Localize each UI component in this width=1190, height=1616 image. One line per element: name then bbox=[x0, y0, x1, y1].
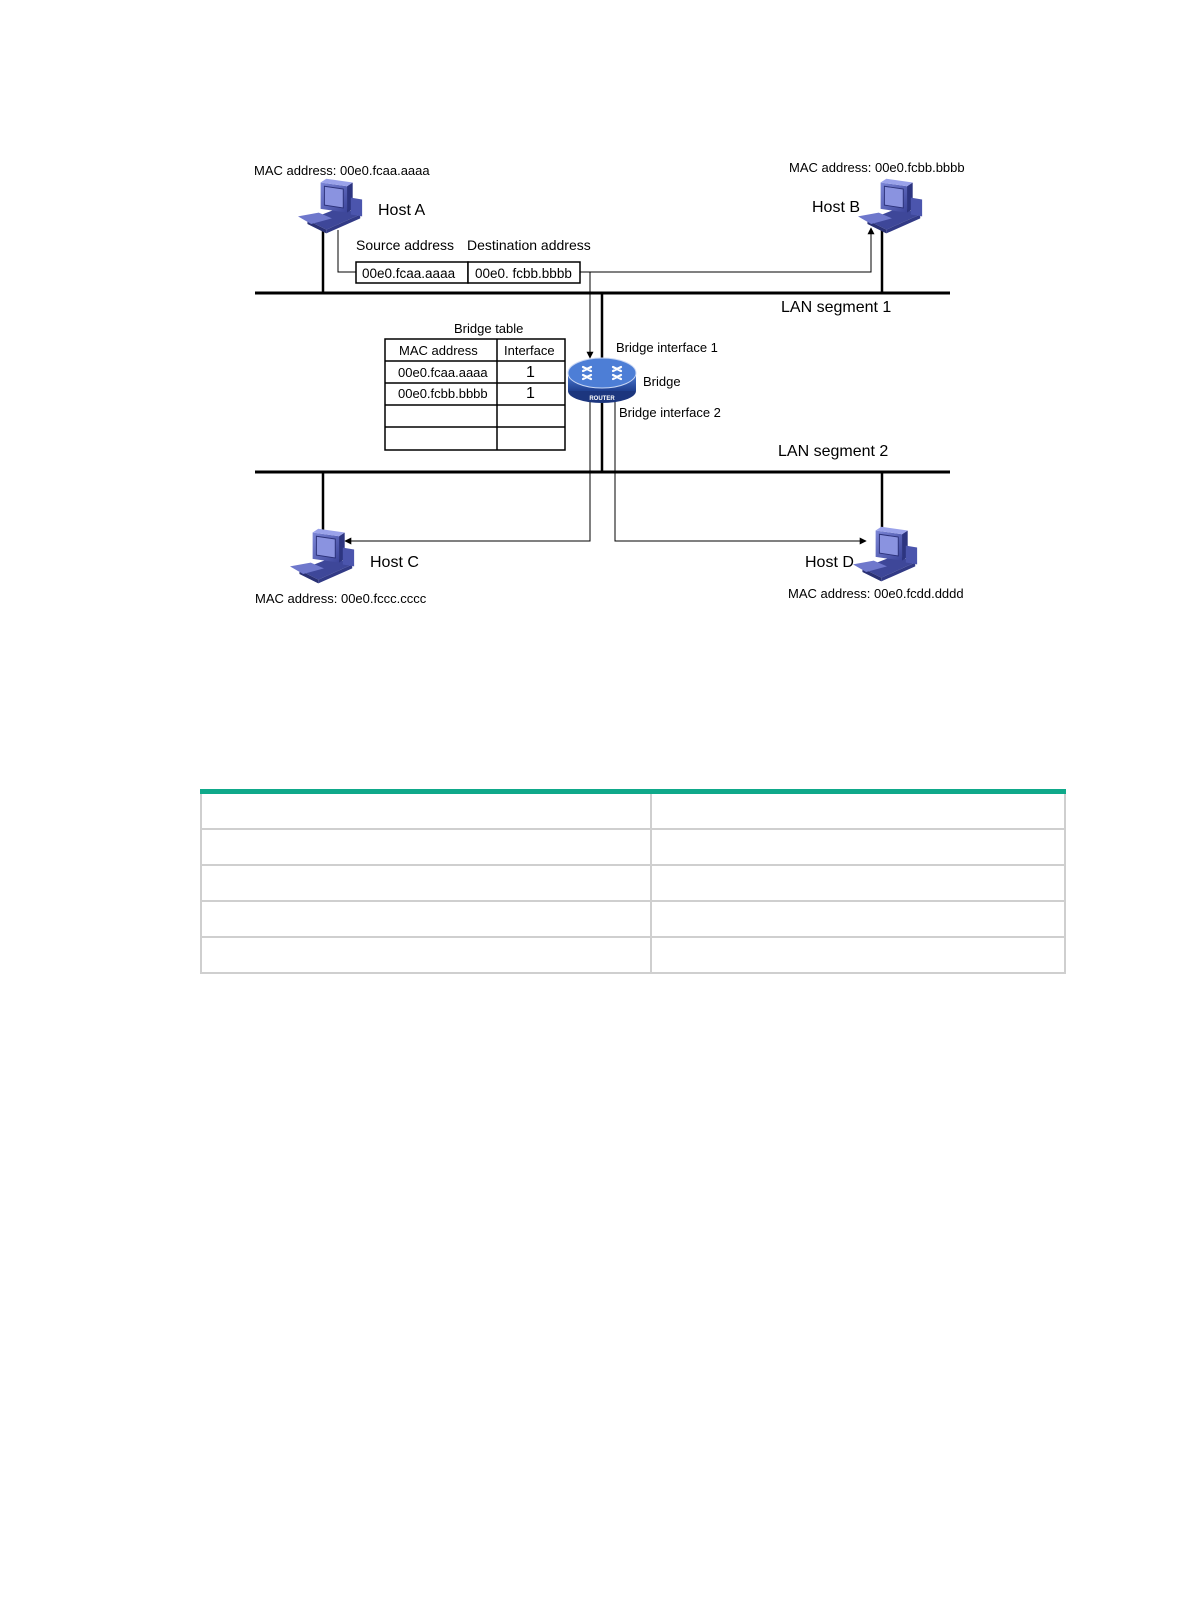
frame-path-to-host-d bbox=[614, 398, 867, 545]
host-c-mac: MAC address: 00e0.fccc.cccc bbox=[255, 591, 427, 606]
bridge-table-header-mac: MAC address bbox=[399, 343, 478, 358]
host-c-computer-icon bbox=[290, 528, 355, 584]
table-row bbox=[200, 828, 1066, 866]
bridge-table-row-2-interface: 1 bbox=[526, 385, 535, 402]
host-b-computer-icon bbox=[858, 178, 923, 234]
frame-dest-box bbox=[467, 261, 581, 284]
table-cell bbox=[200, 828, 652, 866]
table-row bbox=[200, 790, 1066, 830]
host-b-name: Host B bbox=[812, 199, 860, 216]
table-cell bbox=[650, 790, 1066, 830]
table-cell bbox=[650, 864, 1066, 902]
host-b-mac: MAC address: 00e0.fcbb.bbbb bbox=[789, 160, 965, 175]
host-c-name: Host C bbox=[370, 554, 419, 571]
frame-path-host-a bbox=[337, 230, 356, 273]
frame-dest-value: 00e0. fcbb.bbbb bbox=[475, 266, 572, 281]
host-d-name: Host D bbox=[805, 554, 854, 571]
router-icon-text: ROUTER bbox=[589, 396, 615, 402]
host-a-mac: MAC address: 00e0.fcaa.aaaa bbox=[254, 163, 430, 178]
frame-source-value: 00e0.fcaa.aaaa bbox=[362, 266, 456, 281]
bridge-table-header-interface: Interface bbox=[504, 343, 555, 358]
host-d-mac: MAC address: 00e0.fcdd.dddd bbox=[788, 586, 964, 601]
bridge-table-row-1-mac: 00e0.fcaa.aaaa bbox=[398, 365, 488, 380]
table-cell bbox=[650, 900, 1066, 938]
host-d-computer-icon bbox=[853, 526, 918, 582]
bridge-label: Bridge bbox=[643, 374, 681, 389]
bridge-table-row-2-mac: 00e0.fcbb.bbbb bbox=[398, 386, 488, 401]
table-cell bbox=[650, 828, 1066, 866]
table-row bbox=[200, 864, 1066, 902]
table-cell bbox=[200, 790, 652, 830]
bridge-interface-1-label: Bridge interface 1 bbox=[616, 340, 718, 355]
bridge-interface-2-label: Bridge interface 2 bbox=[619, 405, 721, 420]
empty-table bbox=[200, 789, 1066, 974]
frame-path-to-host-c bbox=[344, 398, 591, 545]
bridge-forwarding-diagram: Host A Host B Host C Host D MAC address:… bbox=[254, 160, 965, 606]
host-a-name: Host A bbox=[378, 202, 425, 219]
bridge-table bbox=[384, 338, 566, 451]
host-a-computer-icon bbox=[298, 178, 363, 234]
table-cell bbox=[650, 936, 1066, 974]
frame-dest-header: Destination address bbox=[467, 237, 591, 253]
table-cell bbox=[200, 864, 652, 902]
table-cell bbox=[200, 900, 652, 938]
table-row bbox=[200, 900, 1066, 938]
bridge-table-row-1-interface: 1 bbox=[526, 364, 535, 381]
lan-segment-2-label: LAN segment 2 bbox=[778, 443, 888, 460]
router-icon: ROUTER bbox=[567, 357, 637, 403]
table-row bbox=[200, 936, 1066, 974]
frame-path-to-host-b bbox=[580, 227, 875, 273]
frame-source-header: Source address bbox=[356, 237, 454, 253]
bridge-table-title: Bridge table bbox=[454, 321, 523, 336]
table-cell bbox=[200, 936, 652, 974]
lan-segment-1-label: LAN segment 1 bbox=[781, 299, 891, 316]
